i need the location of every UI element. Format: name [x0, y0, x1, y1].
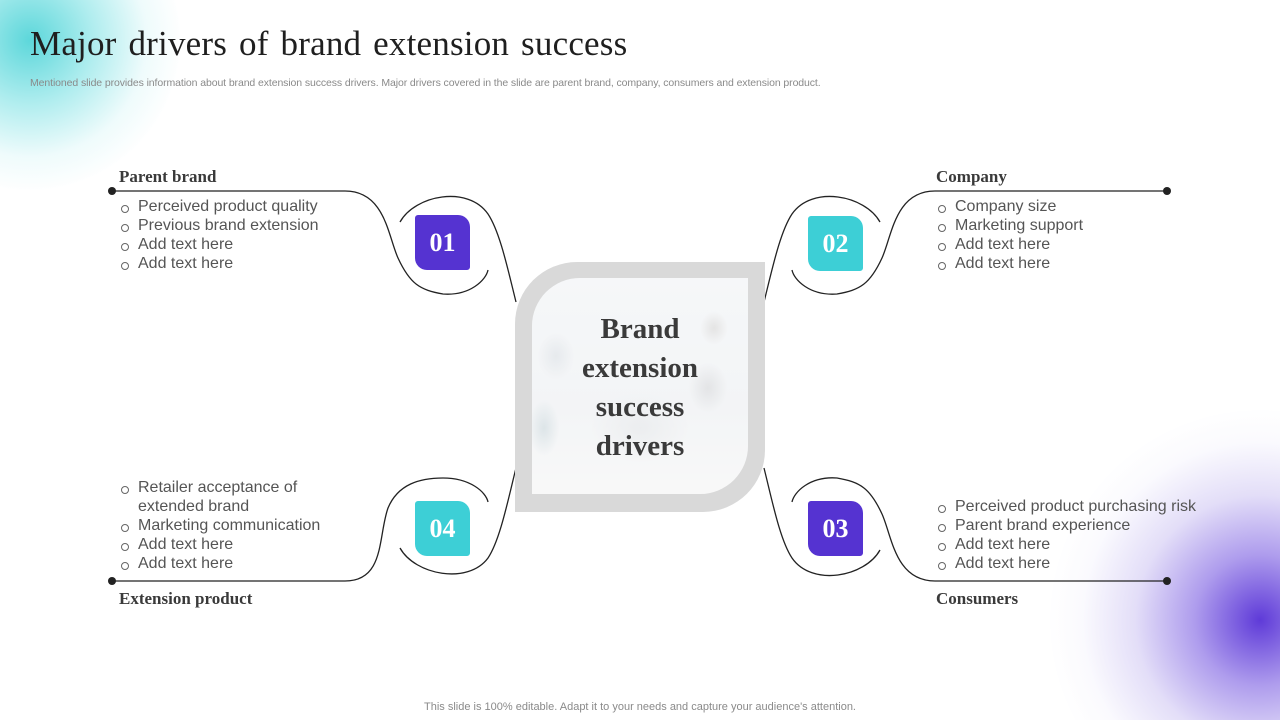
list-item: Add text here: [119, 535, 320, 554]
list-item: Add text here: [936, 535, 1196, 554]
slide-subtitle: Mentioned slide provides information abo…: [30, 77, 821, 89]
driver-list-company: Company size Marketing support Add text …: [936, 197, 1083, 273]
list-item: Marketing support: [936, 216, 1083, 235]
list-item: Perceived product quality: [119, 197, 319, 216]
number-badge-01: 01: [415, 215, 470, 270]
driver-heading-company: Company: [936, 167, 1007, 186]
driver-list-parent-brand: Perceived product quality Previous brand…: [119, 197, 319, 273]
list-item: Add text here: [936, 235, 1083, 254]
endpoint-dot: [108, 187, 116, 195]
number-badge-03: 03: [808, 501, 863, 556]
center-title: Brand extension success drivers: [582, 313, 698, 462]
number-badge-04: 04: [415, 501, 470, 556]
driver-heading-parent-brand: Parent brand: [119, 167, 217, 186]
list-item: Add text here: [119, 254, 319, 273]
list-item: Add text here: [119, 554, 320, 573]
number-badge-02: 02: [808, 216, 863, 271]
driver-list-consumers: Perceived product purchasing risk Parent…: [936, 497, 1196, 573]
list-item: Perceived product purchasing risk: [936, 497, 1196, 516]
team-photo: [532, 278, 748, 494]
driver-list-extension-product: Retailer acceptance of extended brand Ma…: [119, 478, 320, 573]
list-item: Add text here: [936, 554, 1196, 573]
list-item: Previous brand extension: [119, 216, 319, 235]
slide-title: Major drivers of brand extension success: [30, 24, 628, 63]
list-item: Add text here: [936, 254, 1083, 273]
list-item: Parent brand experience: [936, 516, 1196, 535]
driver-heading-consumers: Consumers: [936, 589, 1019, 608]
list-item: Add text here: [119, 235, 319, 254]
list-item: Marketing communication: [119, 516, 320, 535]
footer-note: This slide is 100% editable. Adapt it to…: [424, 701, 856, 713]
driver-heading-extension-product: Extension product: [119, 589, 253, 608]
list-item: Retailer acceptance of extended brand: [119, 478, 320, 516]
list-item: Company size: [936, 197, 1083, 216]
